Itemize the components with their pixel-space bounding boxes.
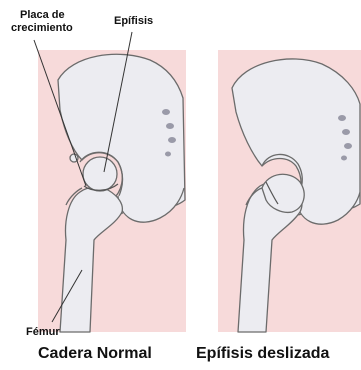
- growth-plate-label-line2: crecimiento: [11, 22, 73, 35]
- normal-hip-caption: Cadera Normal: [38, 345, 152, 363]
- growth-plate-label-line1: Placa de: [20, 9, 65, 22]
- epiphysis-label: Epífisis: [114, 15, 153, 28]
- slipped-epiphysis-caption: Epífisis deslizada: [196, 345, 329, 363]
- femoral-head: [83, 157, 117, 191]
- femur-label: Fémur: [26, 326, 60, 339]
